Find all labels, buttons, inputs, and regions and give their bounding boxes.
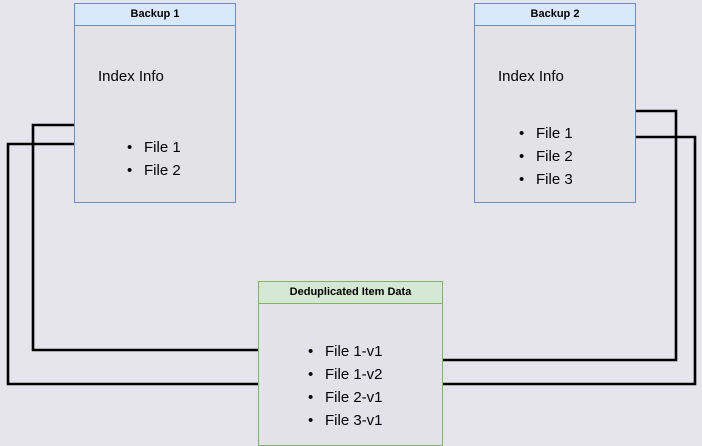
list-item[interactable]: File 1-v2 bbox=[308, 363, 383, 386]
node-backup-1-header: Backup 1 bbox=[75, 4, 235, 26]
list-item[interactable]: File 1-v1 bbox=[308, 340, 383, 363]
index-info-label-backup-2: Index Info bbox=[498, 68, 564, 85]
list-item[interactable]: File 2 bbox=[127, 159, 181, 182]
node-backup-1[interactable]: Backup 1 Index Info File 1 File 2 bbox=[74, 3, 236, 203]
list-item[interactable]: File 1 bbox=[127, 136, 181, 159]
file-list-backup-2: File 1 File 2 File 3 bbox=[519, 122, 573, 191]
index-info-label-backup-1: Index Info bbox=[98, 68, 164, 85]
list-item[interactable]: File 2-v1 bbox=[308, 386, 383, 409]
file-list-dedup: File 1-v1 File 1-v2 File 2-v1 File 3-v1 bbox=[308, 340, 383, 432]
node-deduplicated-item-data-body: File 1-v1 File 1-v2 File 2-v1 File 3-v1 bbox=[259, 304, 442, 445]
node-deduplicated-item-data[interactable]: Deduplicated Item Data File 1-v1 File 1-… bbox=[258, 281, 443, 446]
list-item[interactable]: File 2 bbox=[519, 145, 573, 168]
node-backup-2-header: Backup 2 bbox=[475, 4, 635, 26]
node-backup-2[interactable]: Backup 2 Index Info File 1 File 2 File 3 bbox=[474, 3, 636, 203]
node-backup-2-body: Index Info File 1 File 2 File 3 bbox=[475, 26, 635, 202]
node-backup-1-body: Index Info File 1 File 2 bbox=[75, 26, 235, 202]
node-deduplicated-item-data-header: Deduplicated Item Data bbox=[259, 282, 442, 304]
list-item[interactable]: File 3 bbox=[519, 168, 573, 191]
list-item[interactable]: File 3-v1 bbox=[308, 409, 383, 432]
list-item[interactable]: File 1 bbox=[519, 122, 573, 145]
file-list-backup-1: File 1 File 2 bbox=[127, 136, 181, 182]
